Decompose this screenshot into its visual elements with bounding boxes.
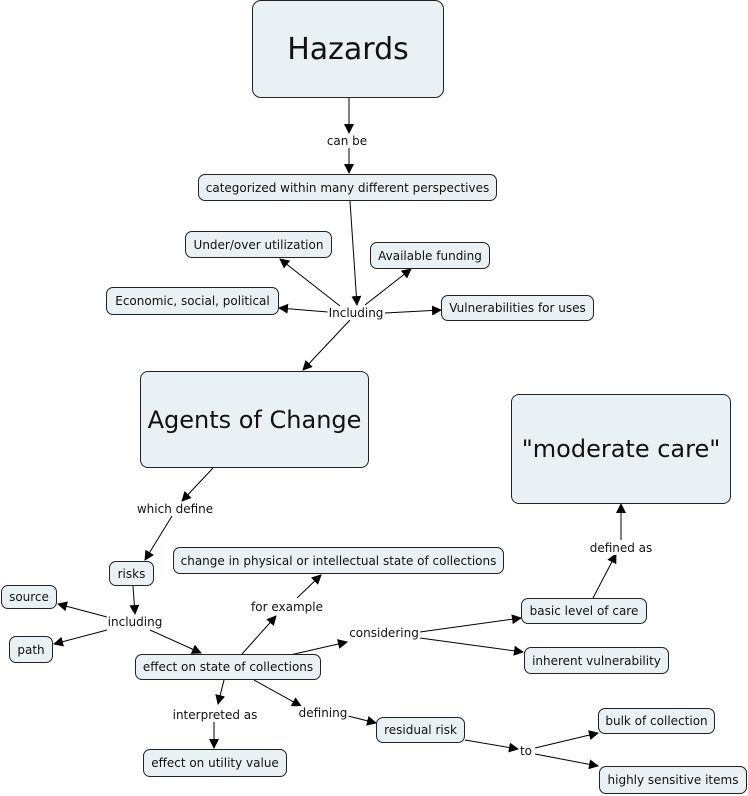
edge [144, 515, 173, 561]
concept-agents-of-change[interactable]: Agents of Change [140, 371, 369, 468]
concept-label: bulk of collection [605, 714, 708, 728]
concept-label: risks [117, 566, 146, 581]
edge [215, 679, 226, 705]
edge [253, 679, 302, 707]
edge [419, 637, 524, 656]
concept-label: Under/over utilization [193, 237, 324, 252]
concept-label: Hazards [287, 31, 409, 67]
concept-bulk-of-collection[interactable]: bulk of collection [598, 708, 715, 734]
concept-path[interactable]: path [9, 636, 53, 663]
edge [349, 200, 362, 306]
concept-label: path [17, 642, 45, 657]
concept-label: change in physical or intellectual state… [180, 553, 497, 568]
edge [534, 730, 599, 749]
edge [241, 615, 277, 655]
concept-label: highly sensitive items [607, 773, 739, 787]
link-for-example: for example [250, 600, 324, 614]
concept-label: source [9, 590, 49, 604]
edge [534, 753, 599, 770]
edge [347, 715, 377, 726]
concept-effect-on-utility-value[interactable]: effect on utility value [143, 749, 287, 777]
concept-moderate-care[interactable]: "moderate care" [511, 394, 731, 504]
concept-label: effect on state of collections [142, 660, 314, 674]
link-can-be: can be [325, 134, 369, 148]
concept-label: "moderate care" [521, 435, 721, 463]
concept-basic-level-of-care[interactable]: basic level of care [521, 598, 647, 624]
link-defining: defining [297, 706, 349, 720]
edge [57, 601, 108, 618]
concept-under-over-utilization[interactable]: Under/over utilization [185, 231, 332, 258]
concept-label: Economic, social, political [115, 294, 270, 308]
concept-label: Available funding [378, 248, 482, 263]
concept-available-funding[interactable]: Available funding [370, 242, 490, 269]
edge [419, 614, 522, 633]
link-which-define: which define [135, 502, 215, 516]
concept-label: inherent vulnerability [532, 653, 661, 668]
concept-inherent-vulnerability[interactable]: inherent vulnerability [524, 647, 669, 674]
edge [181, 467, 214, 502]
concept-label: residual risk [384, 723, 457, 737]
link-to: to [518, 744, 534, 758]
concept-change-in-state[interactable]: change in physical or intellectual state… [173, 547, 504, 574]
link-considering: considering [348, 626, 420, 640]
concept-risks[interactable]: risks [109, 561, 154, 586]
link-including-cap: Including [327, 306, 385, 320]
edge [384, 305, 442, 316]
concept-source[interactable]: source [1, 585, 57, 609]
concept-label: Vulnerabilities for uses [449, 301, 586, 315]
link-including: including [106, 615, 164, 629]
concept-residual-risk[interactable]: residual risk [376, 717, 465, 743]
link-defined-as: defined as [588, 541, 654, 555]
edge [302, 319, 351, 371]
edge [592, 553, 617, 599]
edge [364, 268, 412, 306]
concept-effect-on-state[interactable]: effect on state of collections [135, 654, 321, 680]
concept-vulnerabilities-for-uses[interactable]: Vulnerabilities for uses [441, 295, 594, 321]
edge [53, 629, 108, 647]
concept-hazards[interactable]: Hazards [252, 0, 444, 98]
edge [464, 739, 519, 753]
edge [279, 258, 341, 307]
concept-economic-social-political[interactable]: Economic, social, political [106, 287, 279, 315]
concept-label: categorized within many different perspe… [205, 180, 490, 195]
edge [129, 585, 140, 615]
edge [296, 574, 322, 599]
concept-categorized[interactable]: categorized within many different perspe… [198, 174, 497, 201]
edge [289, 639, 348, 656]
concept-label: basic level of care [529, 604, 639, 618]
concept-highly-sensitive-items[interactable]: highly sensitive items [599, 766, 747, 794]
concept-label: Agents of Change [147, 405, 362, 434]
edge [149, 629, 202, 654]
link-interpreted-as: interpreted as [171, 708, 259, 722]
edge [278, 303, 329, 314]
concept-label: effect on utility value [151, 756, 279, 770]
